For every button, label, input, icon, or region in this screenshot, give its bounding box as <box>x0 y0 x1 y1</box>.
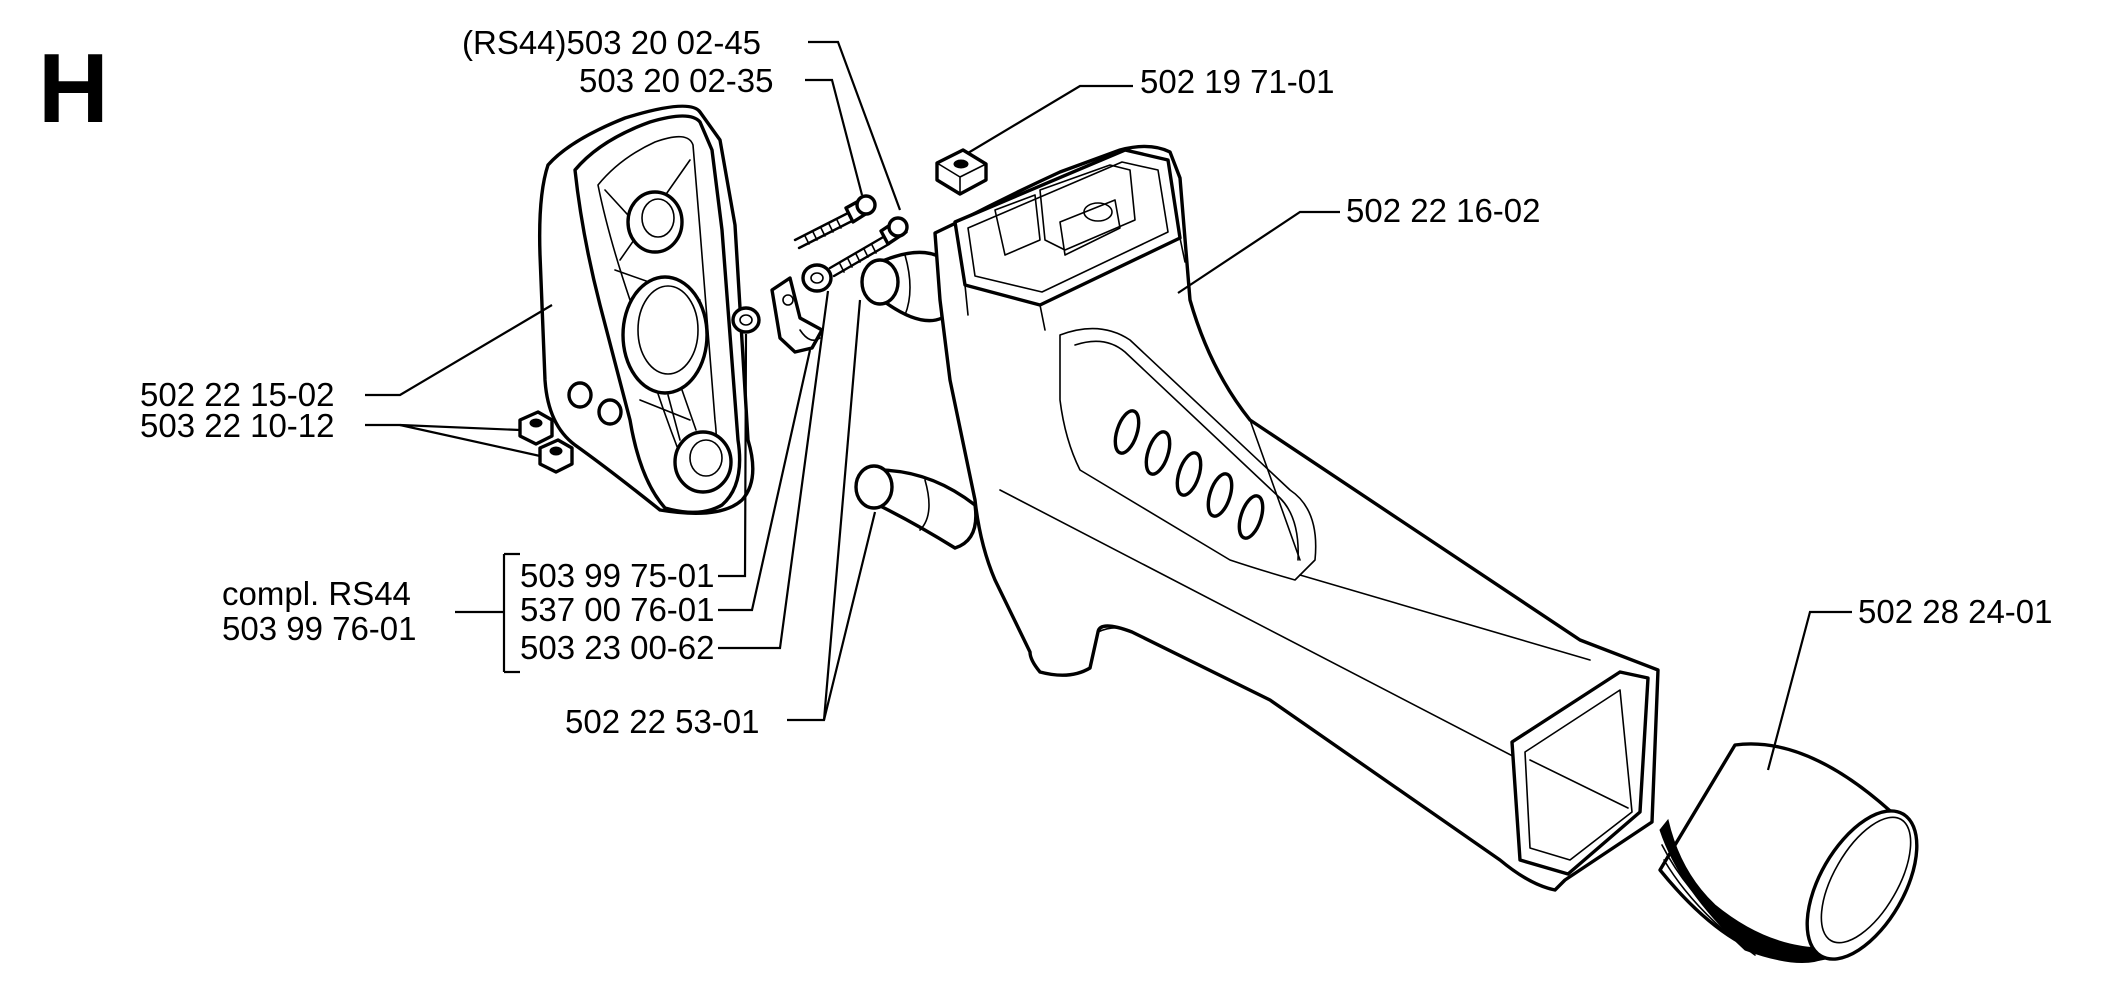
bracket-part <box>770 276 824 354</box>
label-kit-number: 503 99 76-01 <box>222 610 417 647</box>
part-labels: (RS44)503 20 02-45 503 20 02-35 502 19 7… <box>140 24 2053 740</box>
label-kit-item-1: 503 99 75-01 <box>520 557 715 594</box>
label-kit-name: compl. RS44 <box>222 575 411 612</box>
sleeve-part <box>1658 742 1919 994</box>
leader-lines <box>365 40 1852 771</box>
hex-nuts-part <box>518 410 574 474</box>
label-rs44-screw: (RS44)503 20 02-45 <box>462 24 761 61</box>
screws-part <box>793 194 909 278</box>
handle-housing-part <box>933 144 1660 892</box>
label-sleeve: 502 28 24-01 <box>1858 593 2053 630</box>
label-kit-item-3: 503 23 00-62 <box>520 629 715 666</box>
square-nut-part <box>935 148 988 196</box>
label-kit-item-2: 537 00 76-01 <box>520 591 715 628</box>
cover-plate-part <box>537 104 755 515</box>
label-cover: 502 22 15-02 <box>140 376 335 413</box>
section-letter: H <box>38 33 109 143</box>
label-dampers: 502 22 53-01 <box>565 703 760 740</box>
rubber-dampers-part <box>854 250 978 550</box>
label-screw: 503 20 02-35 <box>579 62 774 99</box>
label-handle: 502 22 16-02 <box>1346 192 1541 229</box>
label-nuts: 503 22 10-12 <box>140 407 335 444</box>
washers-part <box>731 263 833 334</box>
label-square-nut: 502 19 71-01 <box>1140 63 1335 100</box>
